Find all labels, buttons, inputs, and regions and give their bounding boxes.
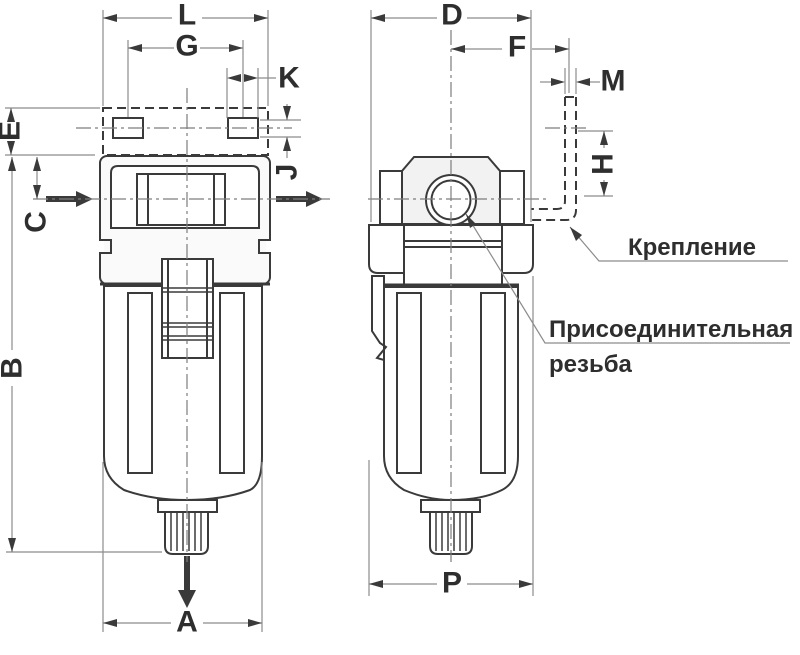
dim-label-K: K xyxy=(278,62,300,95)
dim-K: K xyxy=(226,62,300,118)
thread-leader-arrow xyxy=(466,214,476,228)
mounting-leader-arrow xyxy=(570,227,582,241)
side-drain-knurl xyxy=(435,513,467,551)
dim-label-B: B xyxy=(0,357,29,379)
side-tab-left xyxy=(379,170,403,225)
dim-B: B xyxy=(0,157,162,553)
dim-D: D xyxy=(370,0,532,222)
dim-P: P xyxy=(368,276,534,600)
dim-C: C xyxy=(20,157,53,233)
mounting-label: Крепление xyxy=(628,234,756,261)
dimensions: L G K J xyxy=(0,0,626,639)
dim-A: A xyxy=(102,462,263,639)
front-bowl-window-left xyxy=(127,292,153,474)
side-bowl-window-left xyxy=(396,292,422,474)
front-view xyxy=(46,107,323,608)
thread-label-line2: резьба xyxy=(549,351,633,378)
dim-label-F: F xyxy=(508,31,526,64)
dim-F: F xyxy=(451,31,570,93)
drain-flow-arrow xyxy=(178,556,196,608)
front-drain-knurl xyxy=(170,513,202,551)
dim-G: G xyxy=(127,30,244,117)
dim-H: H xyxy=(578,130,620,197)
dim-label-E: E xyxy=(0,121,27,141)
centerlines xyxy=(33,30,586,562)
dim-label-A: A xyxy=(176,606,198,639)
thread-label-line1: Присоединительная xyxy=(549,316,793,343)
front-notch-left xyxy=(100,239,112,254)
dim-label-P: P xyxy=(442,567,462,600)
dim-label-D: D xyxy=(441,0,463,32)
front-notch-right xyxy=(258,239,270,254)
dim-label-C: C xyxy=(20,211,53,233)
side-view xyxy=(368,96,577,555)
dim-L: L xyxy=(102,0,269,106)
side-bowl-window-right xyxy=(480,292,506,474)
side-bracket-dashed xyxy=(531,96,577,221)
mounting-callout: Крепление xyxy=(569,226,788,262)
dim-J: J xyxy=(260,104,304,180)
dim-label-J: J xyxy=(271,164,304,181)
thread-callout: Присоединительная резьба xyxy=(465,213,793,378)
front-bowl-window-right xyxy=(219,292,245,474)
dim-label-H: H xyxy=(587,153,620,175)
dim-label-M: M xyxy=(601,65,626,98)
side-latch-profile xyxy=(371,275,388,362)
front-notch-eraser-right xyxy=(266,241,274,252)
dim-E: E xyxy=(0,107,100,156)
dim-label-L: L xyxy=(178,0,196,32)
annotations: Крепление Присоединительная резьба xyxy=(465,213,793,378)
front-notch-eraser-left xyxy=(96,241,104,252)
dim-M: M xyxy=(540,65,626,98)
side-tab-right xyxy=(499,170,525,225)
dim-label-G: G xyxy=(175,30,198,63)
